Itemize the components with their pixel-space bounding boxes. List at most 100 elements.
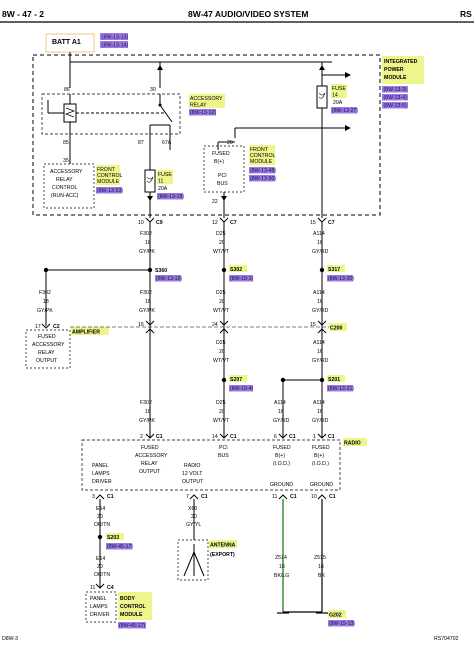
svg-text:2: 2 — [140, 434, 143, 440]
radio-text: GROUND — [310, 482, 333, 488]
relay-pin-67a: 67A — [162, 140, 172, 146]
svg-text:WT/VT: WT/VT — [213, 249, 230, 255]
svg-text:(8W-13-19): (8W-13-19) — [158, 194, 184, 200]
svg-text:6: 6 — [274, 434, 277, 440]
ipm-refs: (8W-13-3) (8W-13-4) (8W-13-5) — [382, 86, 408, 109]
svg-text:11: 11 — [272, 494, 277, 500]
radio-text: 12 VOLT — [182, 471, 203, 477]
svg-text:D25: D25 — [216, 231, 226, 237]
svg-text:WT/VT: WT/VT — [213, 418, 230, 424]
svg-text:E14: E14 — [96, 506, 105, 512]
svg-text:11: 11 — [158, 179, 163, 185]
svg-text:BK: BK — [318, 573, 325, 579]
amplifier-text: OUTPUT — [36, 358, 58, 364]
ipm-title: INTEGRATED POWER MODULE — [382, 56, 424, 84]
splice-dot — [221, 377, 227, 383]
svg-text:(8W-13-14): (8W-13-14) — [102, 43, 128, 49]
ground-g202: G202 (8W-15-13) — [328, 610, 355, 627]
footer-right: RS704702 — [434, 636, 459, 642]
svg-text:(8W-13-4): (8W-13-4) — [384, 95, 408, 101]
bcm-text: LAMPS — [90, 604, 108, 610]
svg-text:16: 16 — [318, 564, 324, 570]
radio-box — [81, 439, 341, 491]
wire-label: E14 20 OR/TN — [94, 506, 110, 528]
ipm-pin-20: 20 — [227, 140, 233, 146]
radio-text: PCI — [219, 445, 228, 451]
svg-text:G202: G202 — [329, 613, 342, 619]
acc-relay-control-text: ACCESSORY — [50, 169, 83, 175]
svg-text:F302: F302 — [39, 290, 51, 296]
radio-text: FUSED — [273, 445, 291, 451]
svg-text:GY/PK: GY/PK — [37, 308, 53, 314]
radio-text: OUTPUT — [182, 479, 204, 485]
svg-text:FUSE: FUSE — [158, 172, 172, 178]
svg-text:(8W-13-53): (8W-13-53) — [97, 188, 123, 194]
radio-text: BUS — [218, 453, 229, 459]
svg-text:18: 18 — [43, 299, 49, 305]
wire-label: D25 20 WT/VT — [213, 231, 230, 255]
radio-c1-pin-7: 7 C1 — [186, 494, 208, 500]
bcm-title: BODY CONTROL MODULE (8W-45-17) — [118, 592, 152, 629]
splice-s207: S207 (8W-18-4) — [229, 375, 254, 392]
arrow-down-icon — [147, 196, 153, 201]
svg-text:GY/YL: GY/YL — [186, 522, 201, 528]
relay-switch-contact — [159, 104, 173, 123]
wire-label: X60 20 GY/YL — [186, 506, 201, 528]
svg-text:11: 11 — [90, 585, 95, 591]
svg-text:(8W-45-17): (8W-45-17) — [119, 623, 145, 629]
svg-text:(8W-13-48): (8W-13-48) — [250, 168, 276, 174]
svg-text:(8W-13-5): (8W-13-5) — [384, 103, 408, 109]
bcm-box — [85, 591, 117, 623]
wire-label: A114 16 GY/RD — [312, 400, 329, 424]
c200-pin-15: 15 — [310, 320, 327, 334]
svg-text:S317: S317 — [328, 267, 340, 273]
radio-text: B(+) — [275, 453, 285, 459]
fuse-11-label: FUSE 11 20A (8W-13-19) — [157, 170, 184, 200]
svg-text:18: 18 — [145, 240, 151, 246]
svg-text:12: 12 — [212, 220, 218, 226]
svg-text:X60: X60 — [188, 506, 197, 512]
relay-pin-87: 87 — [138, 140, 144, 146]
radio-text: GROUND — [270, 482, 293, 488]
c200-pin-16: 16 — [138, 320, 155, 334]
fused-box-text: FUSED — [212, 151, 230, 157]
splice-dot — [319, 377, 325, 383]
svg-text:GY/RD: GY/RD — [312, 358, 329, 364]
svg-text:18: 18 — [145, 409, 151, 415]
acc-relay-control-box — [43, 163, 95, 209]
svg-text:MODULE: MODULE — [250, 159, 273, 165]
svg-text:D25: D25 — [216, 400, 226, 406]
radio-c1-pin-10: 10 C1 — [311, 494, 336, 500]
svg-text:A114: A114 — [274, 400, 286, 406]
svg-text:(8W-15-13): (8W-15-13) — [329, 621, 355, 627]
svg-text:20: 20 — [97, 514, 103, 520]
wire-label: A114 16 GY/RD — [312, 290, 329, 314]
arrow-right-icon — [345, 125, 351, 131]
radio-text: DRIVER — [92, 479, 112, 485]
page-code: 8W - 47 - 2 — [2, 9, 44, 19]
amplifier-box — [25, 329, 71, 369]
relay-pin-30: 30 — [150, 87, 156, 93]
fused-box-text: BUS — [217, 181, 228, 187]
radio-text: ACCESSORY — [135, 453, 168, 459]
svg-text:10: 10 — [311, 494, 317, 500]
svg-text:S207: S207 — [230, 377, 242, 383]
fused-box-text: B(+) — [214, 159, 224, 165]
svg-text:20A: 20A — [333, 100, 343, 106]
svg-text:10: 10 — [138, 220, 144, 226]
radio-title: RADIO — [343, 438, 367, 447]
svg-text:C1: C1 — [290, 494, 297, 500]
radio-text: OUTPUT — [139, 469, 161, 475]
ipm-pin-22: 22 — [212, 199, 218, 205]
svg-text:C1: C1 — [201, 494, 208, 500]
batt-label: BATT A1 — [45, 33, 95, 53]
relay-coil — [63, 103, 77, 123]
svg-text:(8W-13-12): (8W-13-12) — [190, 110, 216, 116]
radio-c1-pin-2: 2 C1 — [140, 433, 163, 440]
page-title: 8W-47 AUDIO/VIDEO SYSTEM — [188, 9, 308, 19]
splice-s203: S203 (8W-45-17) — [106, 533, 133, 550]
splice-s302: S302 (8W-18-1) — [229, 265, 254, 282]
antenna-icon — [183, 544, 205, 577]
antenna-label: ANTENNA (EXPORT) — [209, 540, 237, 558]
accessory-relay-label: ACCESSORY RELAY (8W-13-12) — [189, 94, 225, 116]
